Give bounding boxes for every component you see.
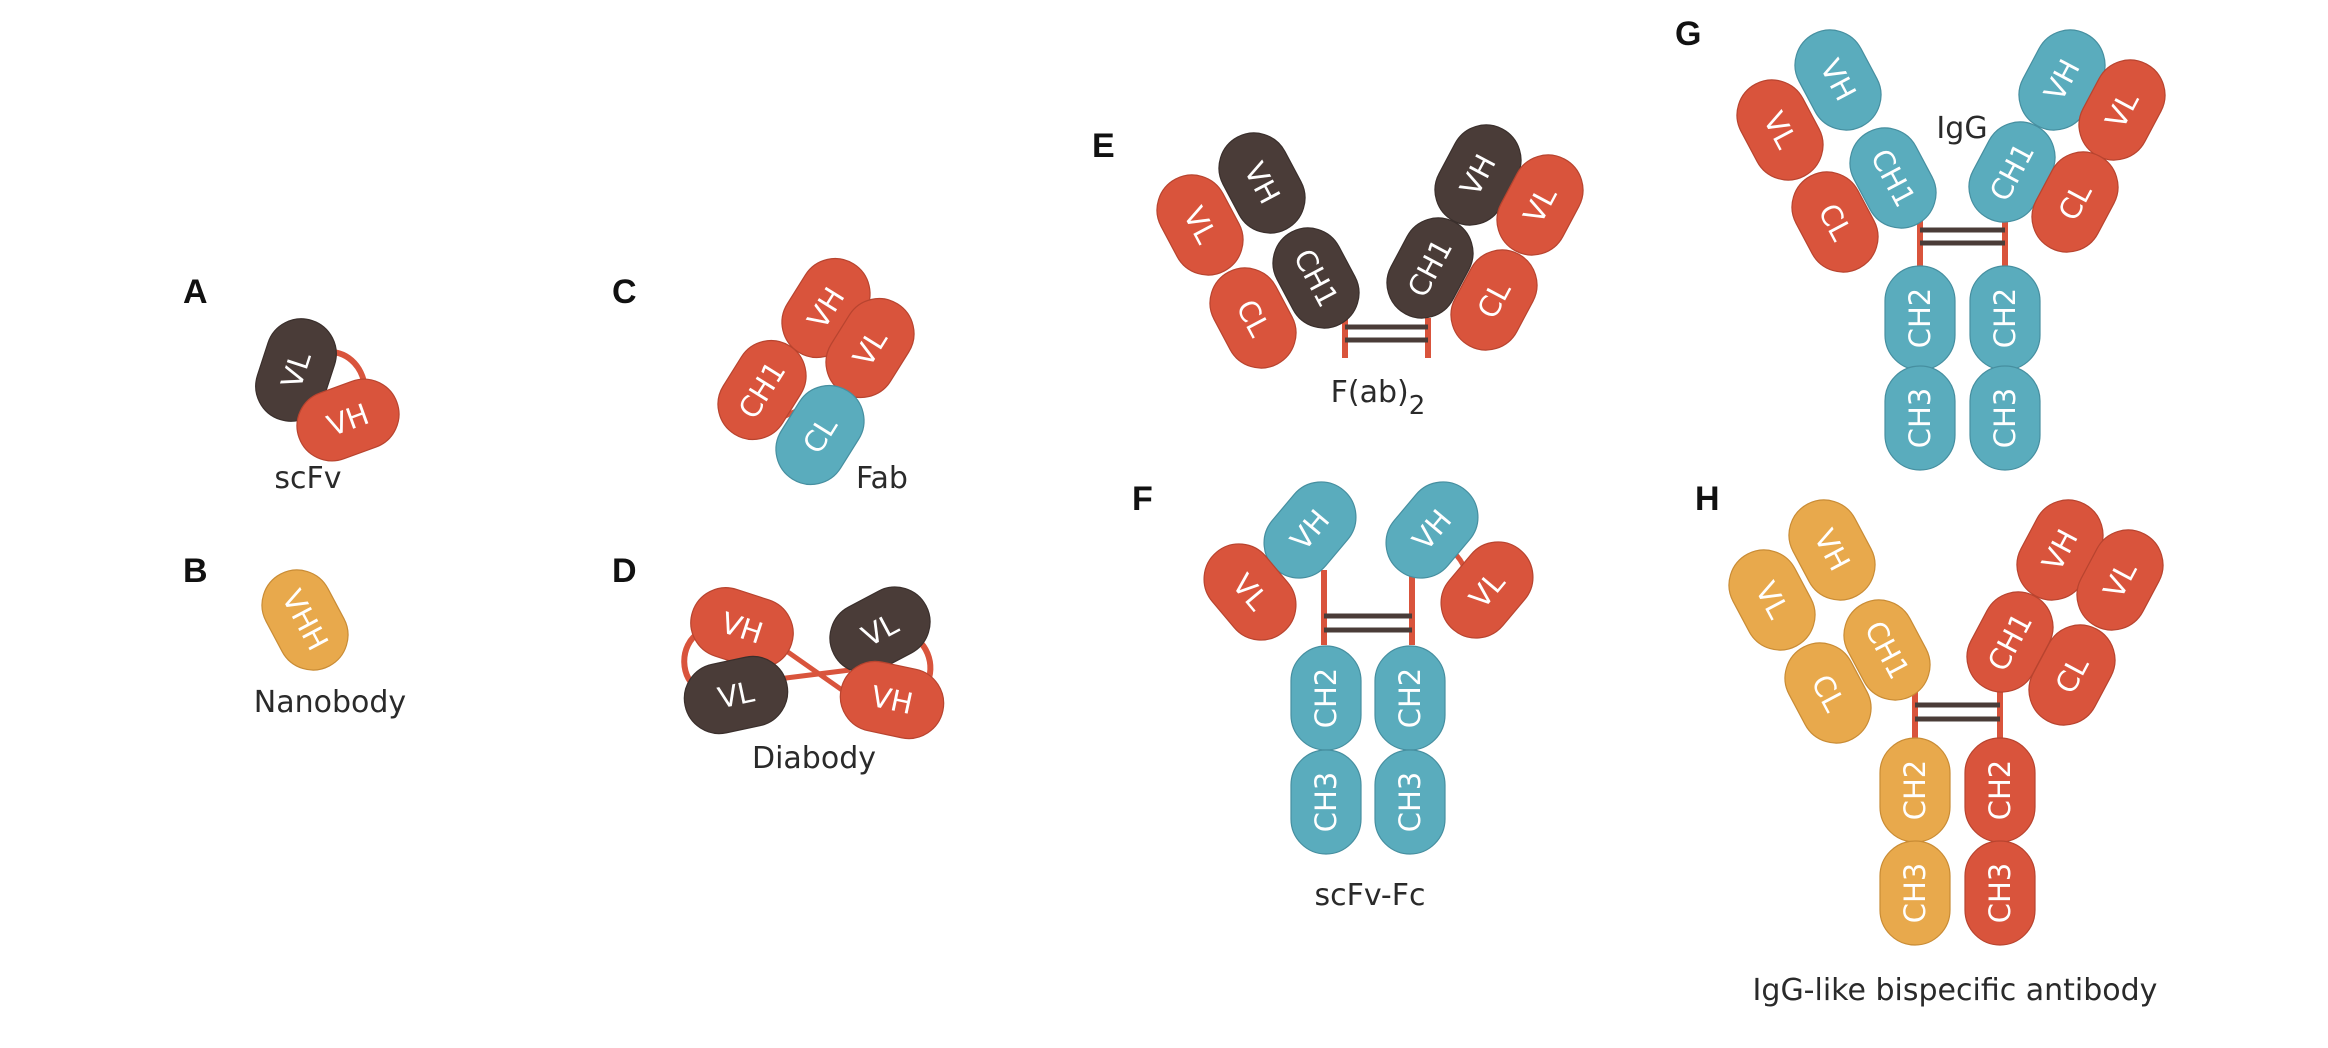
nanobody-vhh-domain: VHH [261, 569, 349, 671]
fab-cl-domain: CL [775, 384, 865, 486]
fab2-vh-left-domain: VH [1218, 132, 1306, 234]
scfvfc-vh-left-domain: VH [1263, 481, 1357, 579]
svg-text:CH3: CH3 [1988, 388, 2022, 449]
panel-h: H VH CH1 VL CL VH CH1 [1695, 480, 2164, 1008]
igg-cl-left-domain: CL [1791, 171, 1879, 273]
panel-letter-a: A [183, 273, 208, 311]
caption-bispecific: IgG-like bispecific antibody [1753, 973, 2158, 1008]
svg-text:CH2: CH2 [1903, 288, 1937, 349]
panel-c: C VH VL CH1 CL Fab [612, 257, 915, 496]
igg-vl-left-domain: VL [1736, 79, 1824, 181]
diabody-vl-left-domain: VL [683, 655, 789, 735]
fab2-cl-left-domain: CL [1209, 267, 1297, 369]
svg-text:CH3: CH3 [1393, 772, 1427, 833]
bispecific-ch2-left-domain: CH2 [1879, 737, 1951, 843]
scfvfc-ch3-left-domain: CH3 [1290, 749, 1362, 855]
fab-ch1-domain: CH1 [717, 339, 807, 441]
svg-text:CH2: CH2 [1393, 668, 1427, 729]
bispecific-vl-left-domain: VL [1728, 549, 1816, 651]
panel-letter-f: F [1132, 480, 1153, 518]
svg-text:CH2: CH2 [1983, 760, 2017, 821]
fab2-vh-right-domain: VH [1434, 124, 1522, 226]
igg-ch2-left-domain: CH2 [1884, 265, 1956, 371]
caption-igg: IgG [1936, 111, 1987, 146]
fab2-cl-right-domain: CL [1450, 249, 1538, 351]
bispecific-vl-right-domain: VL [2076, 529, 2164, 631]
igg-ch3-right-domain: CH3 [1969, 365, 2041, 471]
igg-cl-right-domain: CL [2031, 151, 2119, 253]
panel-a: A VL VH scFv [183, 273, 400, 496]
caption-scfv-fc: scFv-Fc [1315, 878, 1426, 913]
igg-ch2-right-domain: CH2 [1969, 265, 2041, 371]
caption-scfv: scFv [274, 461, 341, 496]
svg-text:CH2: CH2 [1898, 760, 1932, 821]
panel-letter-e: E [1092, 127, 1115, 165]
bispecific-ch3-right-domain: CH3 [1964, 840, 2036, 946]
igg-vl-right-domain: VL [2078, 59, 2166, 161]
bispecific-ch3-left-domain: CH3 [1879, 840, 1951, 946]
panel-letter-h: H [1695, 480, 1720, 518]
fab2-vl-left-domain: VL [1156, 174, 1244, 276]
panel-letter-b: B [183, 552, 208, 590]
scfvfc-vl-left-domain: VL [1203, 543, 1297, 641]
svg-text:CH3: CH3 [1309, 772, 1343, 833]
igg-ch3-left-domain: CH3 [1884, 365, 1956, 471]
svg-text:CH3: CH3 [1903, 388, 1937, 449]
svg-text:CH3: CH3 [1898, 863, 1932, 924]
fab-vl-domain: VL [825, 297, 915, 399]
svg-text:VL: VL [715, 675, 757, 716]
scfvfc-ch2-right-domain: CH2 [1374, 645, 1446, 751]
diabody-linker-cross [783, 647, 844, 693]
svg-text:CH2: CH2 [1309, 668, 1343, 729]
bispecific-vh-left-domain: VH [1788, 499, 1876, 601]
igg-vh-left-domain: VH [1794, 29, 1882, 131]
svg-text:VH: VH [868, 679, 916, 721]
panel-letter-c: C [612, 273, 637, 311]
panel-b: B VHH Nanobody [183, 552, 406, 720]
fab2-vl-right-domain: VL [1496, 154, 1584, 256]
bispecific-ch1-left-domain: CH1 [1843, 599, 1931, 701]
scfvfc-vl-right-domain: VL [1440, 541, 1534, 639]
panel-e: E VH CH1 VL CL VH CH1 [1092, 124, 1584, 421]
fab2-ch1-left-domain: CH1 [1272, 227, 1360, 329]
bispecific-cl-right-domain: CL [2028, 624, 2116, 726]
panel-d: D VH VL VL VH Diabody [612, 552, 945, 776]
caption-fab2: F(ab)2 [1331, 375, 1426, 421]
igg-ch1-right-domain: CH1 [1968, 121, 2056, 223]
caption-fab: Fab [856, 461, 908, 496]
diabody-vh-left-domain: VH [690, 587, 794, 669]
igg-vh-right-domain: VH [2018, 29, 2106, 131]
caption-diabody: Diabody [752, 741, 876, 776]
bispecific-ch2-right-domain: CH2 [1964, 737, 2036, 843]
diabody-vl-right-domain: VL [829, 586, 931, 674]
panel-f: F VH VL VH VL CH2 CH3 [1132, 480, 1534, 913]
svg-text:CH2: CH2 [1988, 288, 2022, 349]
panel-letter-d: D [612, 552, 637, 590]
fab2-ch1-right-domain: CH1 [1386, 217, 1474, 319]
scfvfc-vh-right-domain: VH [1385, 481, 1479, 579]
panel-letter-g: G [1675, 15, 1701, 53]
scfv-vh-domain: VH [296, 378, 400, 462]
scfvfc-ch3-right-domain: CH3 [1374, 749, 1446, 855]
svg-text:CH3: CH3 [1983, 863, 2017, 924]
panel-g: G VH CH1 VL CL VH CH1 [1675, 15, 2166, 471]
bispecific-ch1-right-domain: CH1 [1966, 591, 2054, 693]
bispecific-cl-left-domain: CL [1784, 642, 1872, 744]
igg-ch1-left-domain: CH1 [1849, 127, 1937, 229]
caption-nanobody: Nanobody [254, 685, 406, 720]
scfvfc-ch2-left-domain: CH2 [1290, 645, 1362, 751]
